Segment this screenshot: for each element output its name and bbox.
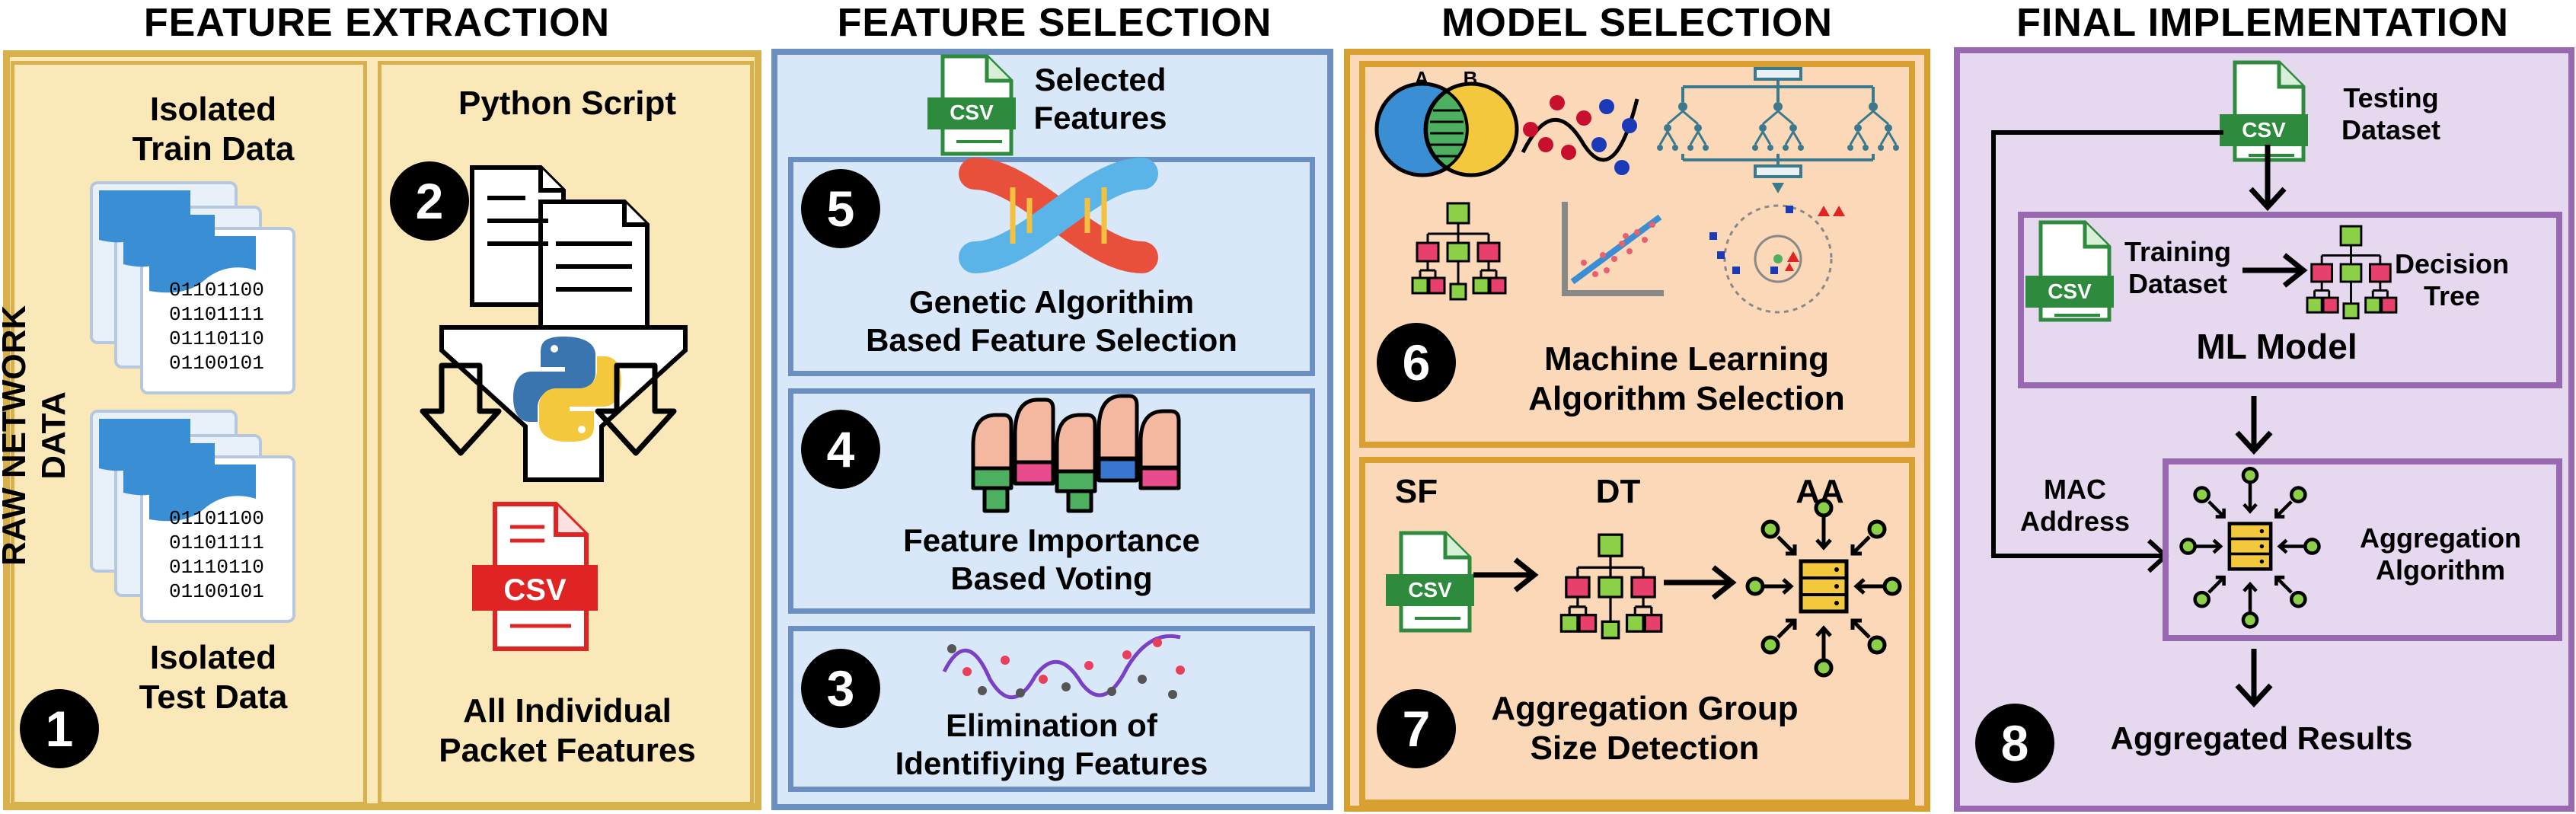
elimination-label: Elimination of Identifiying Features (895, 707, 1208, 781)
model-selection-panel (1344, 49, 1930, 812)
csv-sf-text: CSV (1408, 578, 1452, 602)
step-4-badge: 4 (801, 410, 880, 489)
csv-training-text: CSV (2048, 279, 2092, 303)
csv-training-icon (2025, 220, 2114, 322)
dt-label: DT (1595, 473, 1641, 510)
random-forest-icon (1657, 67, 1899, 193)
decision-tree-dt-icon (1559, 533, 1663, 640)
aggregation-to-results-arrow (2235, 649, 2273, 708)
mac-address-label: MAC Address (2019, 474, 2131, 538)
aggregation-group-box (1359, 457, 1915, 806)
testing-dataset-label: Testing Dataset (2341, 82, 2441, 146)
training-dataset-label: Training Dataset (2124, 236, 2231, 300)
final-implementation-panel (1954, 47, 2574, 812)
genetic-algorithm-box (788, 157, 1315, 376)
csv-testing-icon (2220, 60, 2308, 162)
binary-line: 01110110 (169, 556, 264, 579)
voting-label: Feature Importance Based Voting (903, 522, 1200, 596)
final-decision-tree-icon (2306, 225, 2398, 320)
step-1-badge: 1 (20, 689, 99, 768)
raw-data-box (11, 61, 367, 806)
header-model-selection: MODEL SELECTION (1441, 1, 1833, 45)
aggregation-group-label: Aggregation Group Size Detection (1491, 690, 1799, 767)
arrow-dt-aa (1664, 565, 1737, 600)
csv-red-label: CSV (503, 573, 567, 607)
step-3-badge: 3 (801, 649, 880, 728)
venn-a-label: A (1414, 67, 1429, 90)
csv-sf-icon (1386, 531, 1474, 633)
aggregation-algorithm-box (2163, 458, 2562, 641)
binary-line: 01101100 (169, 279, 264, 302)
decision-tree-label: Decision Tree (2394, 248, 2510, 312)
ml-model-label: ML Model (2196, 327, 2357, 366)
binary-line: 01100101 (169, 352, 264, 375)
binary-line: 01110110 (169, 327, 264, 350)
python-script-box (378, 61, 754, 806)
train-data-documents-icon (90, 181, 295, 394)
regression-icon (1562, 202, 1664, 296)
clustering-icon (1521, 95, 1639, 175)
final-aggregation-hub-icon (2179, 466, 2321, 629)
aggregation-hub-icon (1745, 498, 1902, 678)
arrow-sf-dt (1473, 557, 1539, 592)
venn-diagram-icon (1374, 81, 1519, 177)
binary-line: 01101100 (169, 507, 264, 530)
csv-file-red-icon (472, 502, 598, 651)
elimination-scatter-icon (942, 634, 1185, 700)
voting-hands-icon (971, 394, 1181, 513)
dna-icon (959, 158, 1158, 273)
voting-box (788, 388, 1315, 614)
csv-selected-label: CSV (950, 101, 994, 124)
ml-model-box (2018, 212, 2562, 388)
train-data-label: Isolated Train Data (132, 91, 295, 168)
binary-line: 01101111 (169, 303, 264, 326)
header-final-implementation: FINAL IMPLEMENTATION (2016, 1, 2509, 45)
csv-file-green-icon (927, 54, 1016, 156)
test-binary-lines: 01101100 01101111 01110110 01100101 (169, 506, 264, 604)
raw-network-data-label: RAW NETWORK DATA (0, 305, 72, 566)
venn-b-label: B (1463, 67, 1478, 90)
elimination-box (788, 626, 1315, 792)
step-8-badge: 8 (1975, 704, 2054, 783)
testing-to-model-arrow (2249, 145, 2287, 212)
training-to-tree-arrow (2242, 253, 2308, 288)
selected-features-label: Selected Features (1033, 62, 1167, 136)
ml-selection-box (1359, 61, 1915, 448)
genetic-algorithm-label: Genetic Algorithim Based Feature Selecti… (866, 284, 1237, 358)
binary-line: 01101111 (169, 531, 264, 554)
knn-icon (1709, 204, 1845, 314)
train-binary-lines: 01101100 01101111 01110110 01100101 (169, 278, 264, 375)
decision-tree-icon (1411, 202, 1507, 301)
all-features-label: All Individual Packet Features (439, 692, 696, 769)
header-feature-selection: FEATURE SELECTION (837, 1, 1272, 45)
test-data-label: Isolated Test Data (139, 639, 288, 716)
python-funnel-icon (420, 165, 688, 482)
step-6-badge: 6 (1377, 323, 1456, 402)
step-2-badge: 2 (390, 161, 469, 241)
aggregation-algorithm-label: Aggregation Algorithm (2360, 522, 2521, 586)
binary-line: 01100101 (169, 580, 264, 603)
header-feature-extraction: FEATURE EXTRACTION (143, 1, 611, 45)
csv-testing-text: CSV (2242, 118, 2286, 142)
model-to-aggregation-arrow (2235, 396, 2273, 455)
step-5-badge: 5 (801, 169, 880, 248)
aggregated-results-label: Aggregated Results (2110, 720, 2413, 756)
step-7-badge: 7 (1377, 689, 1456, 768)
python-script-label: Python Script (458, 85, 677, 122)
ml-selection-label: Machine Learning Algorithm Selection (1528, 340, 1845, 417)
test-data-documents-icon (90, 410, 295, 623)
sf-label: SF (1394, 473, 1438, 510)
